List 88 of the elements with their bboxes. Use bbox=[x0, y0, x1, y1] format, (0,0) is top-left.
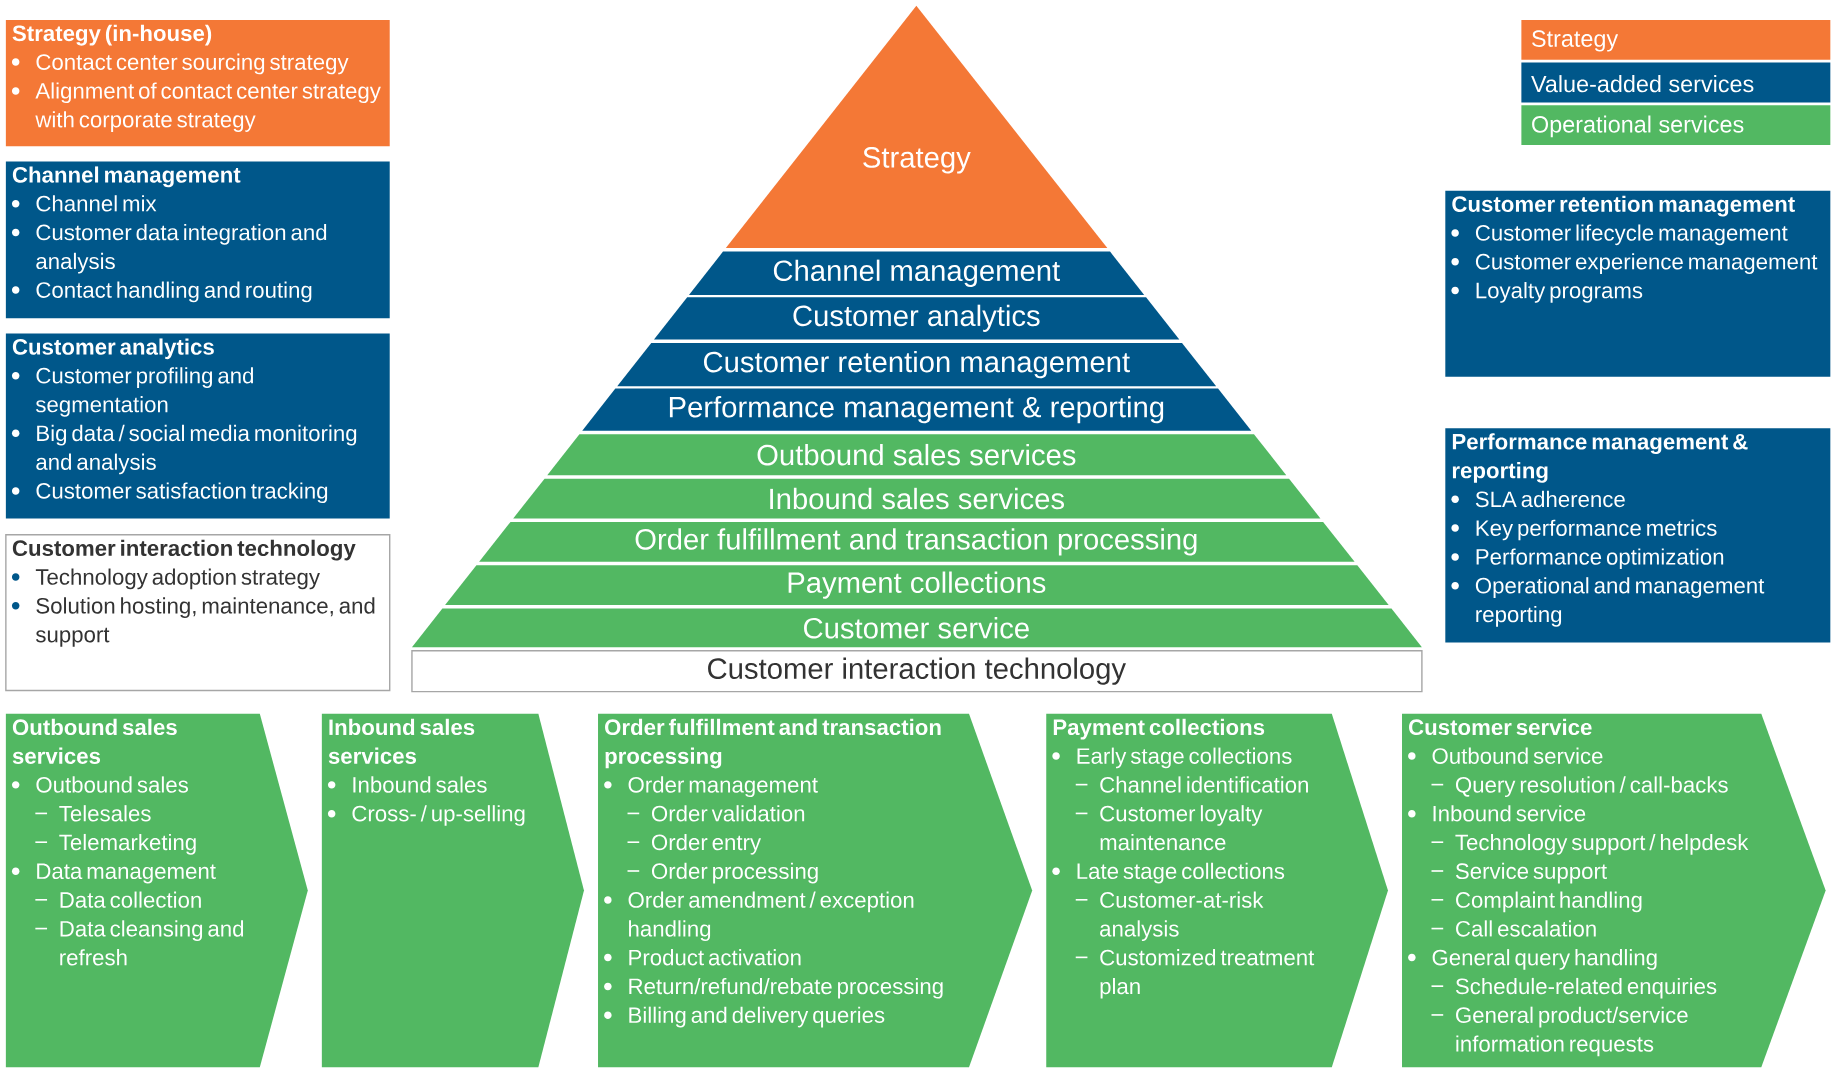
bullet-item: Key performance metrics bbox=[1451, 519, 1717, 541]
bullet-item: Loyalty programs bbox=[1451, 281, 1643, 303]
pyramid-layer: Payment collections bbox=[445, 565, 1389, 605]
bullet-item: Alignment of contact center strategy with corporate strategy bbox=[11, 82, 381, 132]
bullet-item: Return/refund/rebate processing bbox=[604, 977, 943, 999]
sub-item: Order processing bbox=[627, 862, 818, 884]
bullet-item: Outbound sales bbox=[11, 776, 188, 793]
node-label: Customer analytics bbox=[793, 304, 1040, 332]
box-heading: Inbound sales services bbox=[328, 718, 475, 764]
chevron-box bbox=[5, 713, 308, 1068]
pyramid-layer: Order fulfillment and transaction processing bbox=[479, 521, 1355, 562]
pyramid-layer: Performance management & reporting bbox=[582, 388, 1252, 431]
box-heading: Performance management & reporting bbox=[1452, 433, 1748, 483]
bullet-item: SLA adherence bbox=[1451, 490, 1625, 507]
bullet-item: Contact center sourcing strategy bbox=[11, 53, 349, 75]
sub-item: Customer loyalty maintenance bbox=[1075, 804, 1263, 851]
sub-item: Call escalation bbox=[1431, 920, 1596, 937]
box-heading: Payment collections bbox=[1053, 718, 1265, 740]
bullet-item: Inbound sales bbox=[327, 776, 487, 793]
legend-label: Value-added services bbox=[1531, 74, 1754, 93]
sub-item: Customer-at-risk analysis bbox=[1075, 891, 1264, 941]
chevron-box bbox=[1402, 713, 1826, 1068]
pyramid-layer: Channel management bbox=[688, 251, 1145, 295]
box-heading: Order fulfillment and transaction processing bbox=[605, 718, 941, 769]
bullet-item: Contact handling and routing bbox=[11, 281, 312, 303]
bullet-item: Customer data integration and analysis bbox=[11, 223, 327, 274]
bullet-item: Solution hosting, maintenance, and support bbox=[11, 597, 375, 647]
legend-label: Strategy bbox=[1532, 30, 1619, 52]
sub-item: Channel identification bbox=[1075, 776, 1308, 793]
pyramid-layer: Outbound sales services bbox=[547, 433, 1287, 475]
bullet-item: Order management bbox=[604, 776, 818, 797]
info-box bbox=[1445, 428, 1831, 643]
pyramid-layer: Customer interaction technology bbox=[411, 649, 1423, 693]
info-box bbox=[5, 333, 390, 519]
pyramid-layer: Strategy bbox=[725, 5, 1108, 248]
bullet-item: Order amendment / exception handling bbox=[604, 891, 914, 941]
bullet-item: Customer satisfaction tracking bbox=[11, 482, 328, 503]
sub-item: Technology support / helpdesk bbox=[1431, 833, 1749, 855]
sub-item: Order entry bbox=[627, 833, 762, 855]
box-heading: Customer service bbox=[1409, 718, 1592, 735]
box-heading: Customer analytics bbox=[12, 338, 214, 359]
bullet-item: Operational and management reporting bbox=[1451, 576, 1765, 627]
chevron-box bbox=[321, 713, 584, 1068]
bullet-item: Product activation bbox=[604, 948, 801, 966]
sub-item: Schedule-related enquiries bbox=[1431, 977, 1717, 999]
pyramid-layer: Customer retention management bbox=[617, 342, 1217, 386]
sub-item: Data collection bbox=[35, 891, 201, 908]
info-box bbox=[1445, 190, 1831, 377]
bullet-item: Cross- / up-selling bbox=[327, 804, 525, 826]
sub-item: Query resolution / call-backs bbox=[1431, 776, 1728, 797]
sub-item: Telemarketing bbox=[35, 833, 196, 855]
pyramid-layer: Customer service bbox=[411, 608, 1422, 647]
bullet-item: Early stage collections bbox=[1052, 747, 1292, 769]
bullet-item: Outbound service bbox=[1408, 747, 1603, 764]
bullet-item: Data management bbox=[11, 863, 216, 884]
info-box bbox=[5, 533, 391, 691]
box-heading: Customer retention management bbox=[1452, 195, 1795, 217]
bullet-item: General query handling bbox=[1408, 948, 1657, 970]
pyramid-layer: Customer analytics bbox=[653, 297, 1180, 340]
box-heading: Strategy (in-house) bbox=[12, 24, 212, 46]
bullet-item: Inbound service bbox=[1408, 804, 1586, 822]
sub-item: General product/service information requests bbox=[1431, 1006, 1688, 1056]
sub-item: Complaint handling bbox=[1431, 891, 1642, 912]
info-box bbox=[5, 19, 390, 147]
sub-item: Order validation bbox=[627, 804, 805, 822]
sub-item: Telesales bbox=[35, 804, 151, 822]
sub-item: Data cleansing and refresh bbox=[35, 920, 244, 966]
chevron-box bbox=[598, 713, 1033, 1068]
bullet-item: Technology adoption strategy bbox=[11, 568, 320, 589]
legend-label: Operational services bbox=[1532, 115, 1744, 138]
pyramid-layer: Inbound sales services bbox=[513, 478, 1321, 519]
chevron-box bbox=[1046, 713, 1388, 1068]
bullet-item: Big data / social media monitoring and analysis bbox=[11, 424, 357, 475]
sub-item: Customized treatment plan bbox=[1075, 948, 1315, 999]
bullet-item: Performance optimization bbox=[1451, 548, 1724, 569]
sub-item: Service support bbox=[1431, 862, 1607, 884]
info-box bbox=[5, 161, 390, 319]
bullet-item: Customer profiling and segmentation bbox=[11, 367, 253, 417]
node-label: Customer retention management bbox=[703, 350, 1130, 378]
bullet-item: Customer lifecycle management bbox=[1451, 224, 1788, 245]
box-heading: Customer interaction technology bbox=[12, 539, 356, 561]
bullet-item: Customer experience management bbox=[1451, 253, 1818, 274]
box-heading: Channel management bbox=[12, 166, 241, 188]
node-label: Performance management & reporting bbox=[669, 395, 1164, 424]
bullet-item: Channel mix bbox=[11, 195, 157, 212]
box-heading: Outbound sales services bbox=[12, 718, 177, 764]
bullet-item: Late stage collections bbox=[1052, 862, 1285, 884]
bullet-item: Billing and delivery queries bbox=[604, 1006, 885, 1028]
